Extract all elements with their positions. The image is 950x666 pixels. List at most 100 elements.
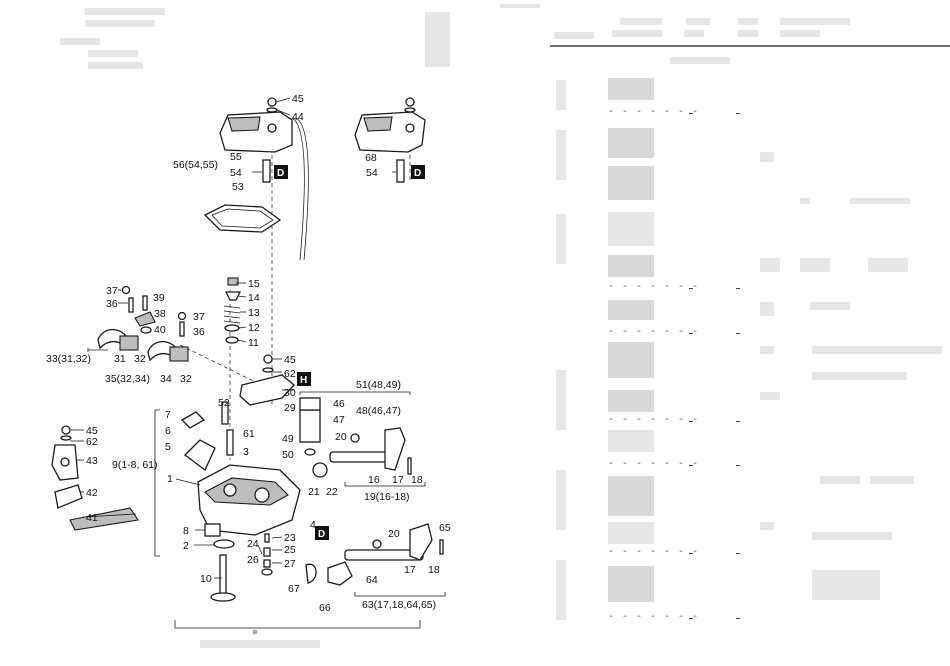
bracket-bottom <box>174 620 421 629</box>
part-number-labels: 45 44 55 54 56(54,55) 53 68 54 15 14 13 … <box>46 93 451 614</box>
part-label: 24 <box>247 538 259 550</box>
rocker-plate <box>239 354 295 406</box>
dash-row: - - - - - - - <box>608 107 700 118</box>
part-label: 7 <box>165 409 171 421</box>
valve-spring-stack <box>223 277 242 344</box>
part-label: 67 <box>288 583 300 595</box>
part-label: 9(1-8, 61) <box>112 459 158 471</box>
part-label: 31 <box>114 353 126 365</box>
marker-boxes: D D H D <box>274 165 425 540</box>
part-label: 48(46,47) <box>356 405 401 417</box>
part-label: 27 <box>284 558 296 570</box>
dowel-sleeve <box>262 159 271 183</box>
leader-lines <box>70 97 396 579</box>
marker-h: H <box>300 375 307 386</box>
part-label: 47 <box>333 414 345 426</box>
rocker-arms <box>97 285 189 362</box>
part-label: 16 <box>368 474 380 486</box>
part-label: 65 <box>439 522 451 534</box>
table-rows <box>556 78 942 620</box>
part-label: 63(17,18,64,65) <box>362 599 436 611</box>
dash-row: - - - - - - - <box>608 415 700 426</box>
part-label: 19(16-18) <box>364 491 410 503</box>
bracket-63 <box>354 592 446 597</box>
gasket <box>203 204 282 233</box>
part-label: 29 <box>284 402 296 414</box>
part-label: 55 <box>230 151 242 163</box>
bracket-19 <box>344 482 426 487</box>
marker-d: D <box>277 168 284 179</box>
part-label: 30 <box>284 387 296 399</box>
part-label: 54 <box>366 167 378 179</box>
faded-header-block <box>60 8 450 69</box>
part-label: 26 <box>247 554 259 566</box>
part-label: 6 <box>165 425 171 437</box>
part-label: 32 <box>180 373 192 385</box>
table-header <box>500 4 950 64</box>
quantity-dashes <box>689 113 740 619</box>
part-label: 45 <box>292 93 304 105</box>
rocker-cover <box>219 111 309 261</box>
part-label: 34 <box>160 373 172 385</box>
part-label: 25 <box>284 544 296 556</box>
part-label: 10 <box>200 573 212 585</box>
exploded-view-diagram: 45 44 55 54 56(54,55) 53 68 54 15 14 13 … <box>46 8 451 648</box>
parts-diagram-page: 45 44 55 54 56(54,55) 53 68 54 15 14 13 … <box>0 0 470 661</box>
part-label: 17 <box>392 474 404 486</box>
part-label: 44 <box>292 111 304 123</box>
part-label: 46 <box>333 398 345 410</box>
bracket-51 <box>299 391 411 395</box>
parts-list-page: - - - - - - - - - - - - - - - - - - - - … <box>470 0 950 661</box>
cylinder-head-casting <box>180 401 301 536</box>
lower-parts <box>204 523 444 602</box>
marker-d: D <box>414 168 421 179</box>
dash-row: - - - - - - - <box>608 327 700 338</box>
part-label: 45 <box>284 354 296 366</box>
throttle-shaft-group <box>299 397 412 478</box>
part-label: 51(48,49) <box>356 379 401 391</box>
part-label: 12 <box>248 322 260 334</box>
dash-row: - - - - - - - <box>608 459 700 470</box>
part-label: 66 <box>319 602 331 614</box>
part-label: 18 <box>428 564 440 576</box>
part-label: 37 <box>106 285 118 297</box>
part-label: 8 <box>183 525 189 537</box>
part-label: 49 <box>282 433 294 445</box>
part-label: 54 <box>230 167 242 179</box>
part-label: 22 <box>326 486 338 498</box>
part-label: 64 <box>366 574 378 586</box>
washer <box>266 107 278 113</box>
bracket-plates <box>51 425 139 531</box>
dash-row: - - - - - - - <box>608 282 700 293</box>
part-label: 45 <box>86 425 98 437</box>
part-label: 17 <box>404 564 416 576</box>
nut <box>267 97 277 107</box>
part-label: 36 <box>106 298 118 310</box>
part-label: 21 <box>308 486 320 498</box>
part-label: 40 <box>154 324 166 336</box>
part-label: 2 <box>183 540 189 552</box>
dash-row: - - - - - - - <box>608 612 700 623</box>
part-label: 43 <box>86 455 98 467</box>
part-label: 33(31,32) <box>46 353 91 365</box>
part-label: 4 <box>310 519 316 531</box>
part-label: 61 <box>243 428 255 440</box>
part-label: 62 <box>284 368 296 380</box>
part-label: 52 <box>218 397 230 409</box>
bracket-group-9 <box>154 409 160 557</box>
part-label: 37 <box>193 311 205 323</box>
part-label: 3 <box>243 446 249 458</box>
marker-d: D <box>318 529 325 540</box>
rocker-cover-alt <box>354 111 426 153</box>
part-label: 13 <box>248 307 260 319</box>
part-label: 18 <box>411 474 423 486</box>
part-label: 5 <box>165 441 171 453</box>
part-label: 23 <box>284 532 296 544</box>
part-label: 68 <box>365 152 377 164</box>
faded-footer <box>200 640 320 648</box>
page-dot <box>252 629 258 635</box>
part-label: 11 <box>248 337 259 349</box>
part-label: 38 <box>154 308 166 320</box>
part-label: 36 <box>193 326 205 338</box>
part-label: 53 <box>232 181 244 193</box>
